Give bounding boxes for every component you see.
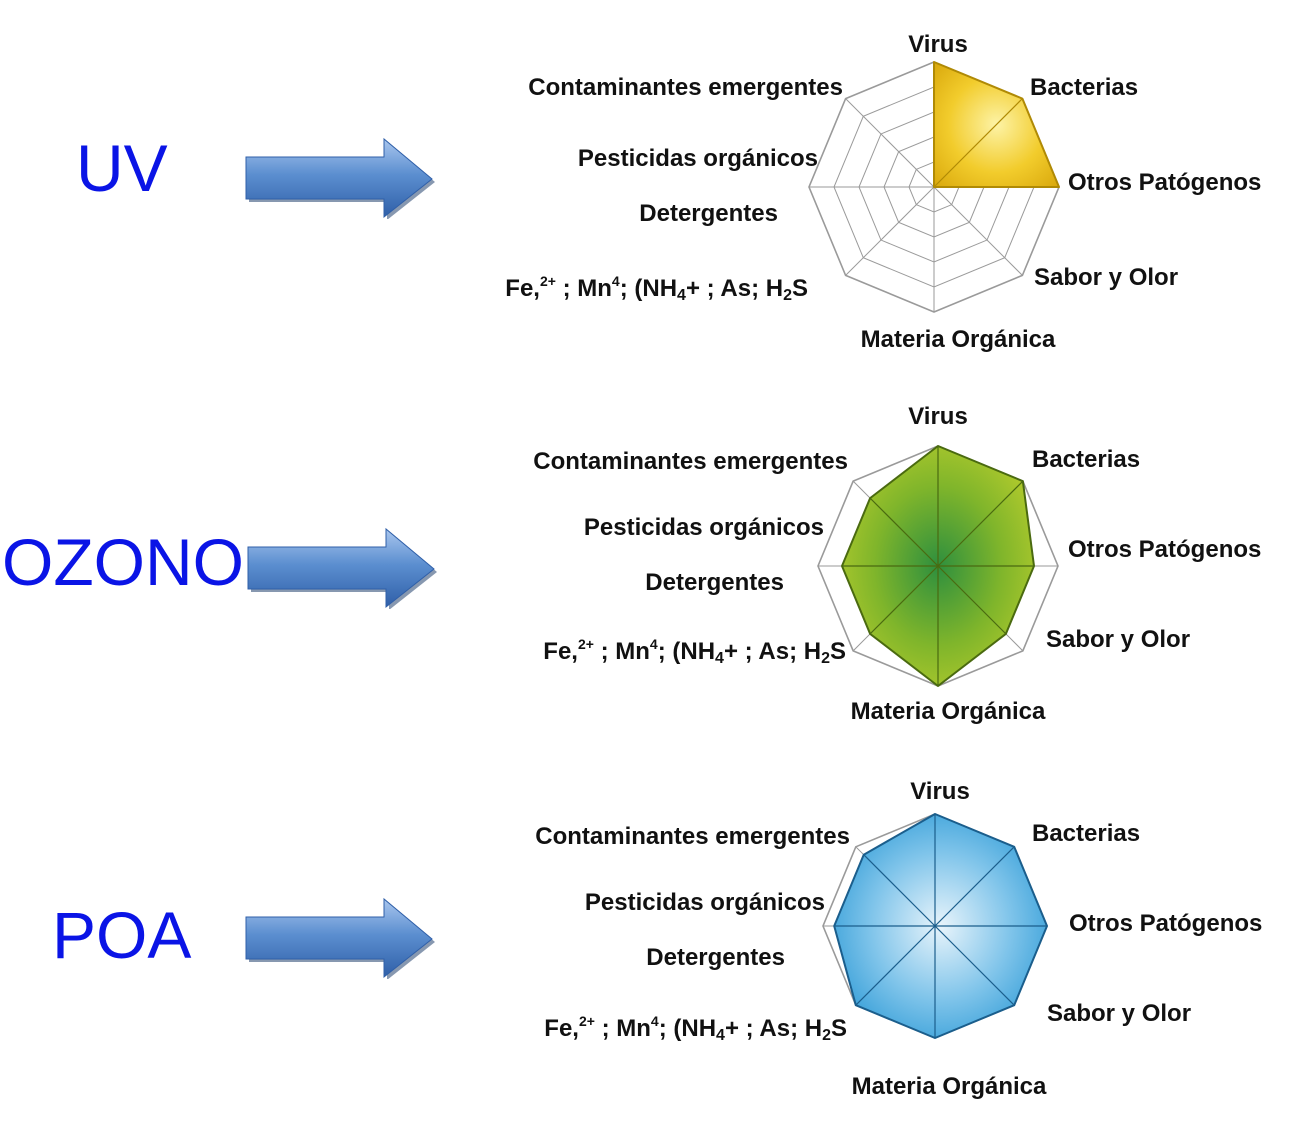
axis-label-contaminantes: Contaminantes emergentes	[533, 448, 848, 475]
axis-label-materia-organica: Materia Orgánica	[852, 1073, 1047, 1100]
data-point-spoke	[933, 98, 1023, 188]
data-point-spoke	[855, 925, 936, 1006]
axis-label-contaminantes: Contaminantes emergentes	[528, 74, 843, 101]
method-label-uv: UV	[76, 131, 168, 205]
axis-label-contaminantes: Contaminantes emergentes	[535, 823, 850, 850]
axis-label-otros-patogenos: Otros Patógenos	[1068, 536, 1261, 563]
axis-label-materia-organica: Materia Orgánica	[861, 326, 1056, 353]
axis-label-sabor-olor: Sabor y Olor	[1047, 1000, 1191, 1027]
axis-label-sabor-olor: Sabor y Olor	[1046, 626, 1190, 653]
data-point-spoke	[937, 480, 1024, 567]
data-point-spoke	[934, 846, 1015, 927]
axis-label-virus: Virus	[908, 403, 968, 430]
axis-label-virus: Virus	[910, 778, 970, 805]
axis-label-pesticidas: Pesticidas orgánicos	[578, 145, 818, 172]
axis-label-sabor-olor: Sabor y Olor	[1034, 264, 1178, 291]
axis-label-metales: Fe,2+ ; Mn4; (NH4+ ; As; H2S	[544, 1013, 847, 1044]
axis-label-otros-patogenos: Otros Patógenos	[1068, 169, 1261, 196]
radar-chart-poa: Virus Bacterias Otros Patógenos Sabor y …	[535, 778, 1262, 1100]
data-point-spoke	[869, 497, 939, 567]
axis-label-bacterias: Bacterias	[1032, 820, 1140, 847]
method-label-poa: POA	[52, 898, 192, 972]
arrow-right-icon	[245, 137, 435, 219]
axis-label-bacterias: Bacterias	[1030, 74, 1138, 101]
ozono-panel: OZONO Virus Bacterias Otros Patógenos Sa…	[0, 372, 1313, 744]
axis-label-materia-organica: Materia Orgánica	[851, 698, 1046, 725]
axis-label-metales: Fe,2+ ; Mn4; (NH4+ ; As; H2S	[505, 273, 808, 304]
grid-spoke	[933, 186, 1023, 276]
axis-label-metales: Fe,2+ ; Mn4; (NH4+ ; As; H2S	[543, 636, 846, 667]
axis-label-detergentes: Detergentes	[639, 200, 778, 227]
axis-label-pesticidas: Pesticidas orgánicos	[584, 514, 824, 541]
axis-label-detergentes: Detergentes	[646, 944, 785, 971]
arrow-right-icon	[245, 897, 435, 979]
axis-label-pesticidas: Pesticidas orgánicos	[585, 889, 825, 916]
method-label-ozono: OZONO	[2, 525, 244, 599]
data-point-spoke	[937, 565, 1007, 635]
radar-chart-ozono: Virus Bacterias Otros Patógenos Sabor y …	[533, 403, 1261, 725]
grid-spoke	[845, 98, 935, 188]
uv-panel: UV Virus Bacterias Otros Patógenos Sabor…	[0, 0, 1313, 372]
poa-panel: POA Virus Bacterias Otros Patógenos Sabo…	[0, 744, 1313, 1116]
arrow-right-icon	[247, 527, 437, 609]
data-point-spoke	[869, 565, 939, 635]
axis-label-bacterias: Bacterias	[1032, 446, 1140, 473]
axis-label-virus: Virus	[908, 31, 968, 58]
grid-spoke	[845, 186, 935, 276]
data-point-spoke	[934, 925, 1015, 1006]
axis-label-otros-patogenos: Otros Patógenos	[1069, 910, 1262, 937]
data-point-spoke	[863, 854, 936, 927]
radar-chart-uv: Virus Bacterias Otros Patógenos Sabor y …	[505, 31, 1261, 353]
axis-label-detergentes: Detergentes	[645, 569, 784, 596]
